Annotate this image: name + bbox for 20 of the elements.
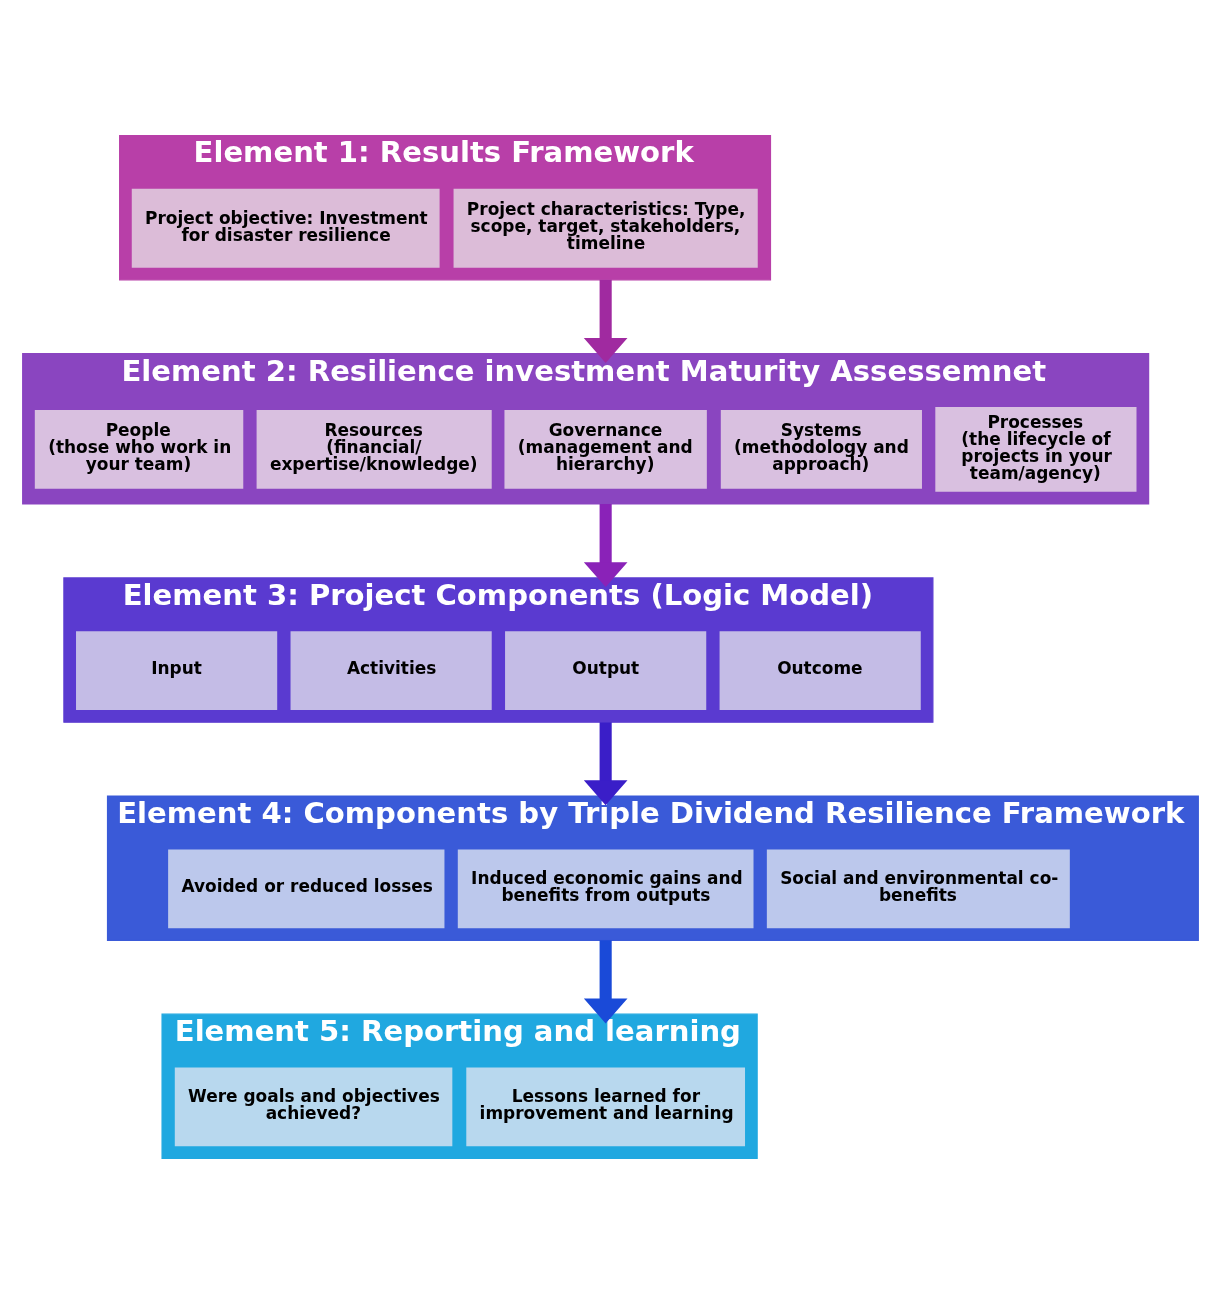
- node-box: Induced economic gains and benefits from outputs: [457, 849, 754, 929]
- arrow: [583, 279, 628, 363]
- node-box: Systems (methodology and approach): [720, 410, 922, 489]
- arrow: [583, 504, 628, 588]
- node-box: Project objective: Investment for disaster resilience: [131, 188, 440, 268]
- node-box: Lessons learned for improvement and learning: [466, 1067, 746, 1147]
- node-box: Resources (financial/ expertise/knowledge): [256, 410, 492, 489]
- node-box: Output: [505, 631, 707, 710]
- node-box: Were goals and objectives achieved?: [174, 1067, 453, 1147]
- node-box: Input: [76, 631, 278, 710]
- node-box: Project characteristics: Type, scope, target, stakeholders, timeline: [453, 188, 758, 268]
- node-box: Governance (management and hierarchy): [504, 410, 707, 489]
- node-box: Processes (the lifecycle of projects in your team/agency): [935, 407, 1137, 492]
- node-box: Outcome: [719, 631, 921, 710]
- node-box: Avoided or reduced losses: [168, 849, 445, 929]
- node-box: People (those who work in your team): [34, 410, 244, 489]
- arrow: [583, 722, 628, 806]
- arrow: [583, 940, 628, 1024]
- node-box: Activities: [290, 631, 492, 710]
- node-box: Social and environmental co-benefits: [766, 849, 1070, 929]
